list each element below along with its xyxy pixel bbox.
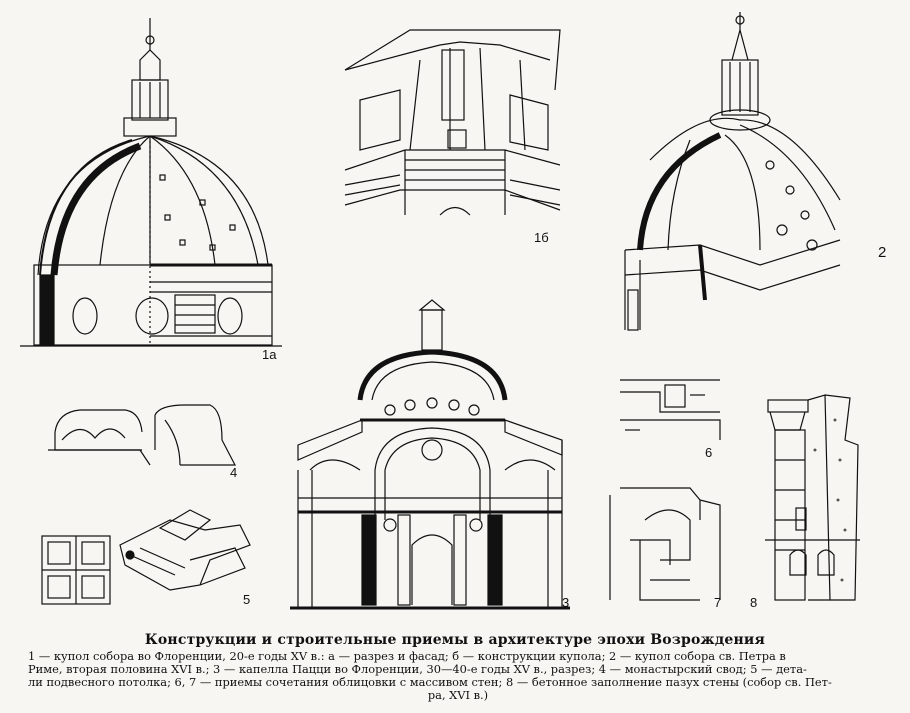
caption-line: 1 — купол собора во Флоренции, 20-е годы… (28, 649, 786, 663)
caption-body: 1 — купол собора во Флоренции, 20-е годы… (28, 650, 888, 702)
figure-5-suspended-ceiling (41, 509, 251, 605)
figure-6-facing-detail (620, 379, 721, 440)
label-1a: 1а (262, 347, 277, 362)
figure-2-st-peter-dome (624, 12, 841, 331)
caption-line: Риме, вторая половина XVI в.; 3 — капелл… (28, 662, 807, 676)
label-1b: 1б (534, 230, 549, 245)
illustration-plate: 1а 1б 2 3 4 5 6 7 8 (20, 12, 887, 610)
figure-1a-florence-dome (20, 18, 282, 347)
caption-title: Конструкции и строительные приемы в архи… (144, 632, 766, 648)
figure-4-cloister-vault (48, 404, 236, 466)
caption-line: ли подвесного потолка; 6, 7 — приемы соч… (28, 675, 832, 689)
figure-8-concrete-filling (765, 394, 860, 601)
label-2: 2 (878, 244, 887, 261)
label-3: 3 (562, 595, 570, 610)
label-5: 5 (243, 592, 251, 607)
engravings (20, 12, 860, 610)
label-6: 6 (705, 445, 713, 460)
figure-1b-dome-construction (344, 29, 561, 216)
caption-last-line: ра, XVI в.) (427, 688, 489, 702)
label-4: 4 (230, 465, 238, 480)
figure-7-facing-combination (609, 487, 721, 601)
label-7: 7 (714, 595, 722, 610)
label-8: 8 (750, 595, 758, 610)
figure-3-pazzi-chapel (290, 299, 570, 610)
